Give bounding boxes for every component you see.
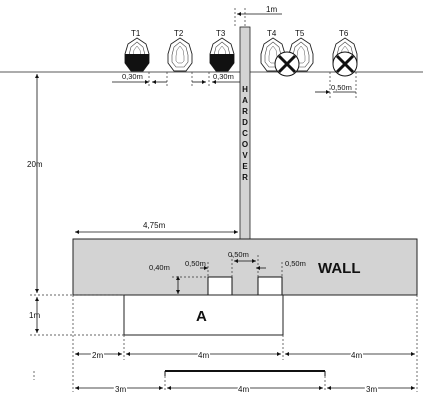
hardcover-letter: O (242, 140, 248, 149)
hardcover-letter: D (242, 118, 248, 127)
target-label-t1: T1 (131, 29, 141, 38)
port-left (207, 276, 233, 296)
port-right (257, 276, 283, 296)
dim-a-height: 1m (29, 311, 40, 320)
dim-t1-t2-gap: 0,30m (122, 72, 143, 81)
hardcover-letter: R (242, 107, 248, 116)
dim-right-4m: 4m (351, 351, 362, 360)
hardcover-letter: H (242, 85, 248, 94)
hardcover-letter: R (242, 173, 248, 182)
target-t3 (209, 37, 235, 72)
hardcover-letter: V (242, 151, 248, 160)
target-label-t5: T5 (295, 29, 305, 38)
dim-port-width: 0,50m (185, 259, 206, 268)
target-t1 (124, 37, 150, 72)
dim-bottom-mid-4m: 4m (238, 385, 249, 394)
dim-t6-gap: 0,50m (331, 83, 352, 92)
target-label-t2: T2 (174, 29, 184, 38)
dim-t3-gap: 0,30m (213, 72, 234, 81)
hardcover-letter: C (242, 129, 248, 138)
dim-top-1m: 1m (266, 5, 277, 14)
no-shoot-x-t6 (332, 51, 358, 77)
dim-wall-to-hardcover: 4,75m (143, 221, 166, 230)
target-label-t4: T4 (267, 29, 277, 38)
dim-port-right: 0,50m (285, 259, 306, 268)
target-label-t3: T3 (216, 29, 226, 38)
dim-mid-4m: 4m (198, 351, 209, 360)
hardcover-letter: A (242, 96, 248, 105)
dim-port-spacing: 0,50m (228, 250, 249, 259)
no-shoot-x-t4 (274, 51, 300, 77)
target-label-t6: T6 (339, 29, 349, 38)
hardcover-letter: E (242, 162, 248, 171)
target-t2 (167, 37, 193, 72)
wall (72, 238, 418, 296)
dim-port-height: 0,40m (149, 263, 170, 272)
dim-bottom-left-3m: 3m (115, 385, 126, 394)
dim-height-20m: 20m (27, 160, 43, 169)
dim-bottom-right-3m: 3m (366, 385, 377, 394)
dim-left-2m: 2m (92, 351, 103, 360)
wall-label: WALL (318, 260, 361, 277)
box-a-label: A (196, 308, 207, 325)
box-a (123, 294, 284, 336)
